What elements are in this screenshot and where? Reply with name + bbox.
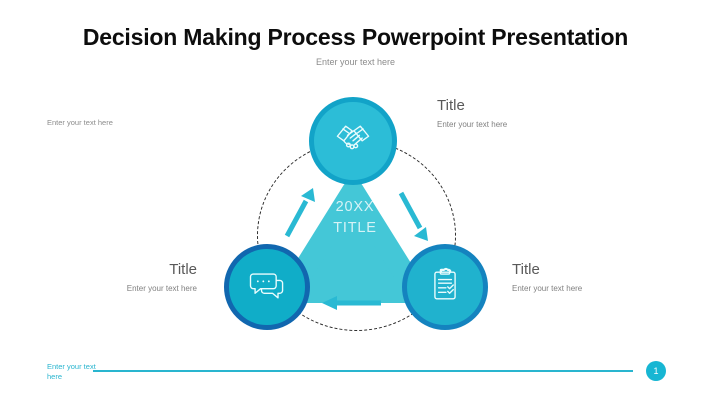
center-year: 20XX (335, 199, 375, 215)
page-title: Decision Making Process Powerpoint Prese… (82, 24, 629, 50)
caption-text[interactable]: Enter your text here (126, 284, 197, 293)
triangle-center-label[interactable]: 20XX TITLE (285, 197, 425, 239)
caption-title[interactable]: Title (437, 97, 465, 114)
caption-top[interactable]: Title Enter your text here (437, 97, 507, 129)
page-number-badge: 1 (646, 361, 666, 381)
footer-placeholder-text[interactable]: Enter your text here (47, 362, 96, 381)
cycle-arrows (284, 188, 428, 310)
page-subtitle[interactable]: Enter your text here (315, 57, 396, 67)
clipboard-icon (423, 263, 467, 312)
caption-text[interactable]: Enter your text here (437, 120, 508, 129)
caption-text[interactable]: Enter your text here (512, 284, 583, 293)
caption-title[interactable]: Title (512, 261, 540, 278)
footer-divider-line (93, 370, 633, 372)
node-bottom-right[interactable] (402, 244, 488, 330)
rounded-triangle (279, 180, 427, 303)
node-bottom-left[interactable] (224, 244, 310, 330)
caption-title[interactable]: Title (169, 261, 197, 278)
center-title: TITLE (333, 220, 377, 236)
caption-bottom-right[interactable]: Title Enter your text here (512, 261, 582, 293)
handshake-icon (331, 117, 375, 166)
left-placeholder-text[interactable]: Enter your text here (47, 118, 113, 127)
node-top[interactable] (309, 97, 397, 185)
caption-bottom-left[interactable]: Title Enter your text here (127, 261, 197, 293)
chat-icon (245, 263, 289, 312)
